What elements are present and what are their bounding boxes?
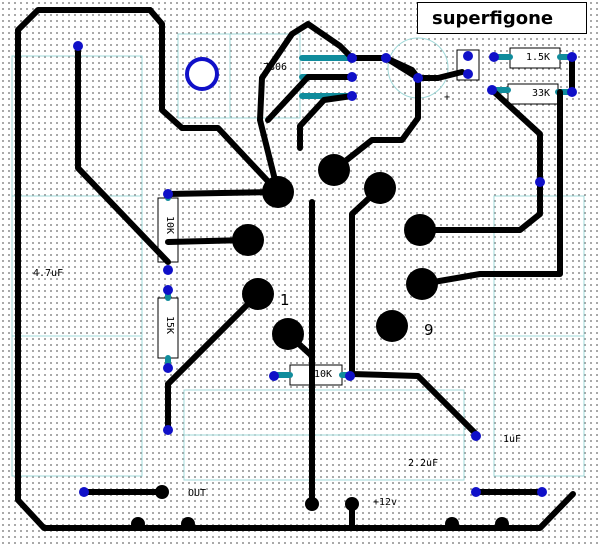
out-label: OUT: [188, 488, 207, 499]
via-pad: [347, 53, 357, 63]
via-pad: [487, 85, 497, 95]
resistor-15k-label: 15K: [164, 316, 175, 335]
supply-label: +12v: [373, 497, 398, 508]
via-pad: [567, 87, 577, 97]
large-round-pad: [262, 176, 294, 208]
via-pad: [345, 371, 355, 381]
edge-pad: [345, 497, 359, 511]
large-round-pad: [318, 154, 350, 186]
board-title: superfigone: [432, 8, 554, 29]
via-pad: [163, 363, 173, 373]
input-coupling-trace: [75, 43, 171, 265]
capacitor-4-7uf-label: 4.7uF: [33, 268, 64, 279]
large-round-pad: [232, 224, 264, 256]
edge-pad: [445, 517, 459, 531]
pin9-label: 9: [424, 321, 434, 339]
silkscreen-layer: [11, 33, 585, 481]
via-pad: [163, 189, 173, 199]
large-round-pad: [272, 318, 304, 350]
resistor-1-5k-label: 1.5K: [526, 52, 551, 63]
regulator-input-trace: [147, 7, 281, 195]
feedback-trace: [489, 87, 543, 183]
pin1-label: 1: [280, 291, 290, 309]
resistor-33k-label: 33K: [532, 88, 551, 99]
capacitor-2-2uf-label: 2.2uF: [408, 458, 439, 469]
via-pad: [463, 69, 473, 79]
regulator-ground-trace: [265, 74, 355, 123]
stage2-trace: [417, 177, 543, 233]
regulator-output-trace: [257, 21, 465, 195]
regulator-label: 7806: [263, 62, 288, 73]
pin-trace: [297, 93, 355, 151]
via-pad: [489, 52, 499, 62]
large-round-pad: [376, 310, 408, 342]
via-pad: [269, 371, 279, 381]
via-pad: [471, 487, 481, 497]
large-round-pad: [406, 268, 438, 300]
via-pad: [163, 265, 173, 275]
transistor-plus-label: +: [444, 92, 451, 103]
edge-pad-layer: [131, 485, 509, 531]
via-pad: [535, 177, 545, 187]
edge-pad: [181, 517, 195, 531]
edge-pad: [305, 497, 319, 511]
edge-pad: [155, 485, 169, 499]
bias-trace: [165, 189, 281, 197]
resistor-10k-left-label: 10K: [164, 216, 175, 235]
capacitor-1uf-label: 1uF: [503, 434, 522, 445]
large-round-pad: [364, 172, 396, 204]
via-pad: [381, 53, 391, 63]
via-pad: [463, 51, 473, 61]
via-pad: [73, 41, 83, 51]
via-pad: [537, 487, 547, 497]
large-round-pad: [242, 278, 274, 310]
via-pad: [163, 285, 173, 295]
pin-trace: [331, 55, 421, 173]
cathode-trace: [165, 291, 261, 387]
via-pad-layer: [73, 41, 577, 497]
large-round-pad: [404, 214, 436, 246]
via-pad: [347, 91, 357, 101]
via-pad: [567, 52, 577, 62]
via-pad: [163, 425, 173, 435]
stage2-trace: [419, 89, 563, 287]
title-box: superfigone: [417, 2, 587, 34]
ground-trace-perimeter: [15, 7, 576, 531]
via-pad: [347, 72, 357, 82]
edge-pad: [131, 517, 145, 531]
via-pad: [471, 431, 481, 441]
large-pad-layer: [232, 154, 438, 350]
via-pad: [413, 73, 423, 83]
via-pad: [79, 487, 89, 497]
resistor-10k-bottom-label: 10K: [314, 369, 333, 380]
mounting-hole-icon: [185, 57, 219, 91]
edge-pad: [495, 517, 509, 531]
